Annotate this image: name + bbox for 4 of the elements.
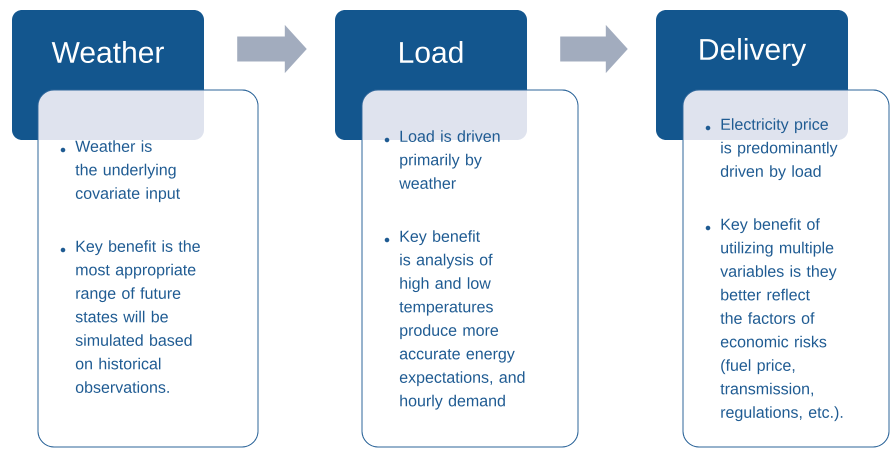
bullet-text: Key benefit is the most appropriate range of future states will be simulated based on historical observations. xyxy=(76,240,200,393)
bullet-text: Weather is the underlying covariate input xyxy=(75,140,180,202)
bullet-text: Key benefit is analysis of high and low temperatures produce more accurate energy expectations, and hourly demand xyxy=(399,230,524,410)
bullet-text: Key benefit of utilizing multiple variables is they better reflect the factors of economic risks (fuel price, transmission, regulations, etc.). xyxy=(720,218,842,422)
